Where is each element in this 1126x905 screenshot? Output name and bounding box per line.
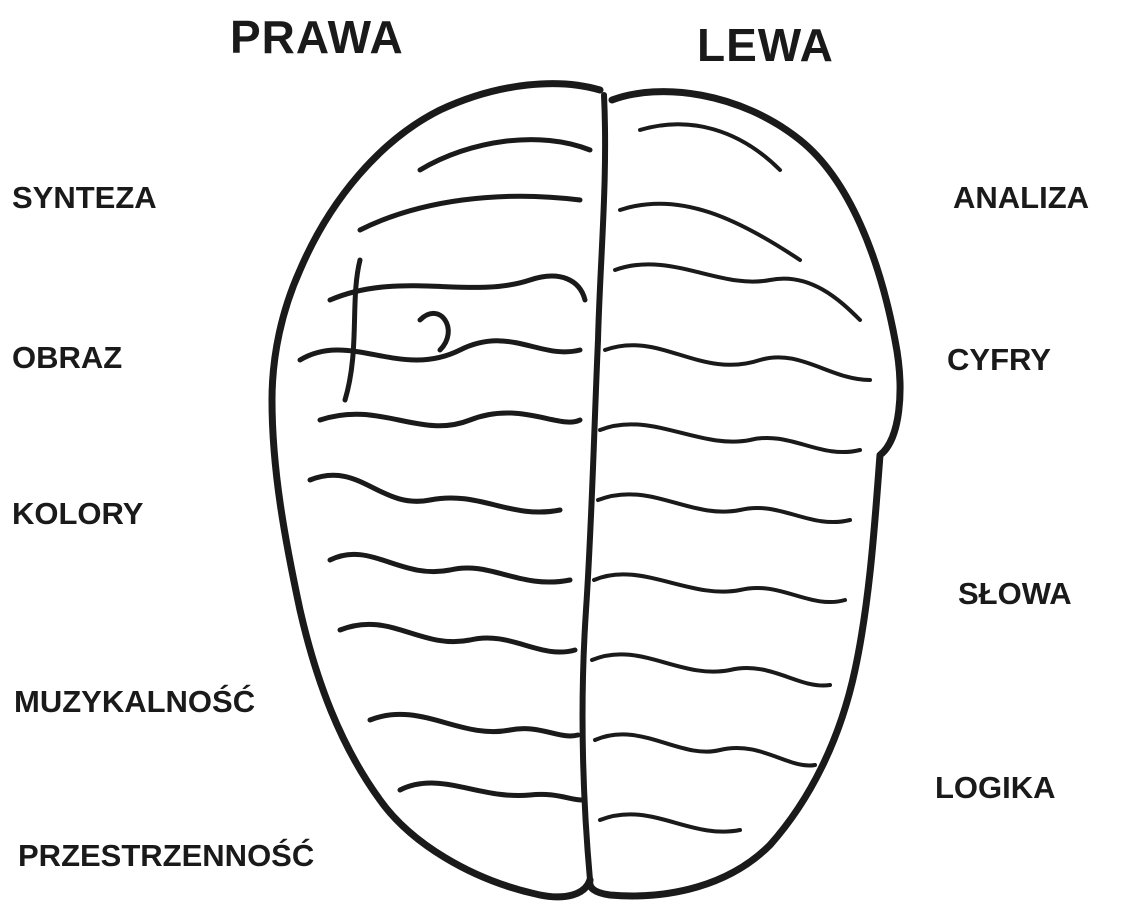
left-hemisphere-gyri <box>592 124 870 831</box>
right-hemisphere-gyri <box>300 140 590 800</box>
central-fissure <box>583 95 606 880</box>
